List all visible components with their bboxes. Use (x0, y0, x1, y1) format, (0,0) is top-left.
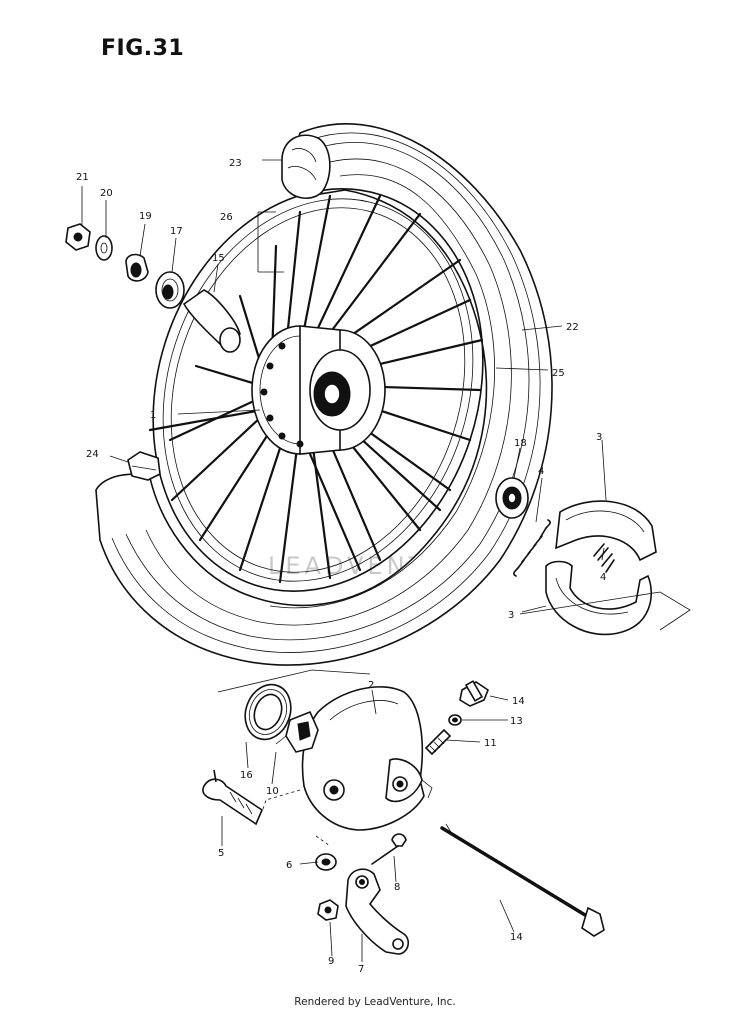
callout-5: 5 (218, 848, 224, 859)
hub-part (251, 325, 386, 455)
callout-3-lower: 3 (508, 610, 514, 621)
callout-26: 26 (220, 212, 233, 223)
callout-8: 8 (394, 882, 400, 893)
callout-7: 7 (358, 964, 364, 975)
nut-9-shape (317, 899, 339, 921)
washer-20-shape (95, 235, 113, 261)
spoke-set-part (148, 194, 484, 584)
brake-panel-shape (301, 686, 433, 831)
footer-credit: Rendered by LeadVenture, Inc. (294, 996, 456, 1008)
assembly-leader-lines (81, 159, 691, 962)
bolt-8-shape (371, 833, 407, 865)
callout-15: 15 (212, 253, 225, 264)
callout-1: 1 (150, 410, 156, 421)
callout-9: 9 (328, 956, 334, 967)
callout-25: 25 (552, 368, 565, 379)
spring-4a-shape (513, 519, 551, 577)
tube-part (281, 134, 331, 200)
callout-16: 16 (240, 770, 253, 781)
callout-2: 2 (368, 680, 374, 691)
left-axle-stack (65, 223, 241, 353)
callout-23: 23 (229, 158, 242, 169)
callout-10: 10 (266, 786, 279, 797)
callout-6: 6 (286, 860, 292, 871)
callout-19: 19 (139, 211, 152, 222)
brake-shoe-upper-shape (555, 500, 657, 562)
callout-4-lower: 4 (600, 572, 606, 583)
callout-18: 18 (514, 438, 527, 449)
callout-11: 11 (484, 738, 497, 749)
bearing-18-shape (495, 477, 529, 519)
callout-14-upper: 14 (512, 696, 525, 707)
brake-cam-lever-shape (345, 868, 410, 955)
callout-21: 21 (76, 172, 89, 183)
rim-band-part (127, 451, 161, 481)
brake-shoe-lower-shape (545, 560, 652, 636)
brake-cam-shape (202, 769, 263, 826)
callout-3-upper: 3 (596, 432, 602, 443)
callout-14-lower: 14 (510, 932, 523, 943)
callout-labels: 21 20 19 17 15 23 26 22 25 1 24 18 4 3 4… (76, 158, 606, 975)
screw-11-shape (424, 728, 452, 756)
cable-adjuster-shape (459, 680, 489, 707)
speedometer-gear-shape (275, 710, 319, 753)
callout-13: 13 (510, 716, 523, 727)
washer-6-shape (315, 853, 337, 871)
figure-title: FIG.31 (101, 36, 185, 61)
callout-24: 24 (86, 449, 99, 460)
callout-22: 22 (566, 322, 579, 333)
callout-17: 17 (170, 226, 183, 237)
callout-20: 20 (100, 188, 113, 199)
callout-4-upper: 4 (538, 466, 544, 477)
oil-seal-16-shape (244, 683, 292, 741)
washer-13-shape (448, 714, 462, 726)
axle-shape (440, 823, 605, 937)
